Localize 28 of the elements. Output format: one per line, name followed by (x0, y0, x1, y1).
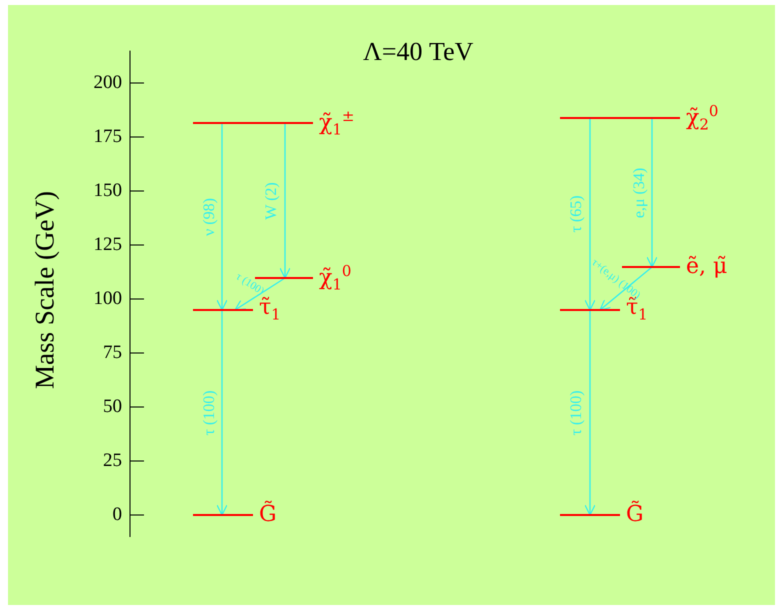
tick-label: 200 (92, 72, 122, 94)
tick-label: 100 (92, 288, 122, 310)
axis-title: Mass Scale (GeV) (30, 191, 60, 389)
decay-arrow (279, 123, 291, 279)
edge-label: ν (98) (201, 198, 219, 236)
tick-label: 175 (92, 126, 122, 148)
tick-label: 75 (102, 342, 122, 364)
title: Λ=40 TeV (363, 37, 474, 67)
particle-label: ẽ, μ̃ (686, 256, 728, 278)
decay-arrow (216, 123, 228, 311)
decay-arrow (216, 310, 228, 516)
decay-arrow (234, 277, 286, 311)
tick-label: 50 (102, 396, 122, 418)
edge-label: τ (100) (201, 390, 219, 436)
decay-arrow (584, 118, 596, 311)
particle-label: τ̃$_{1}$ (626, 297, 648, 323)
particle-label: τ̃$_{1}$ (259, 297, 281, 323)
decay-arrow (599, 266, 652, 311)
edge-label: τ (65) (568, 195, 586, 233)
tick-label: 0 (112, 504, 122, 526)
edge-label: τ (100) (568, 390, 586, 436)
tick-label: 150 (92, 180, 122, 202)
edge-label: e,μ (34) (631, 167, 649, 218)
decay-arrow (646, 118, 658, 268)
edge-label: W (2) (263, 182, 281, 220)
decay-arrow (584, 310, 596, 516)
tick-label: 125 (92, 234, 122, 256)
tick-label: 25 (102, 450, 122, 472)
